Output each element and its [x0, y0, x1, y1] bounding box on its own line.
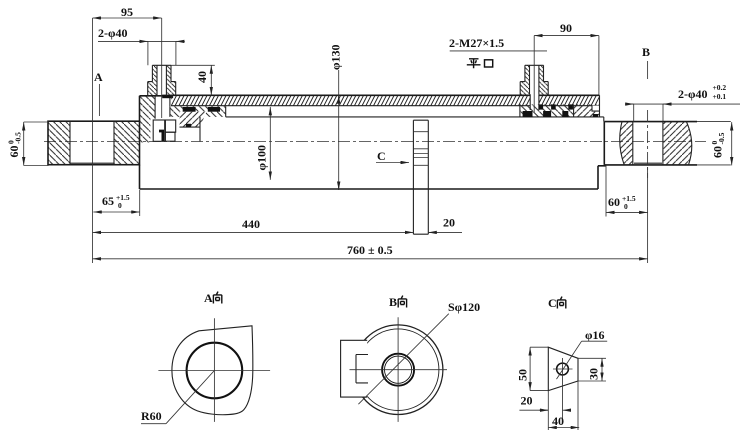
svg-text:φ130: φ130 [329, 45, 343, 71]
svg-text:C: C [548, 296, 557, 310]
svg-text:-0.5: -0.5 [14, 132, 23, 144]
svg-text:+1.5: +1.5 [116, 193, 130, 202]
svg-text:B: B [389, 295, 397, 309]
svg-text:0: 0 [7, 140, 16, 144]
svg-text:50: 50 [516, 369, 530, 381]
svg-text:0: 0 [624, 202, 628, 211]
svg-text:40: 40 [195, 71, 209, 83]
svg-text:φ100: φ100 [255, 145, 269, 171]
svg-text:A: A [204, 291, 213, 305]
svg-text:A: A [94, 70, 103, 84]
svg-text:65: 65 [102, 194, 114, 208]
svg-text:B: B [642, 45, 650, 59]
svg-text:60: 60 [711, 146, 725, 158]
svg-text:+0.2: +0.2 [713, 83, 727, 92]
svg-text:2-φ40: 2-φ40 [98, 26, 127, 40]
svg-text:+0.1: +0.1 [713, 92, 727, 101]
svg-text:95: 95 [121, 5, 133, 19]
svg-text:+1.5: +1.5 [622, 194, 636, 203]
svg-text:φ16: φ16 [585, 328, 605, 342]
svg-text:440: 440 [242, 217, 260, 231]
svg-text:Sφ120: Sφ120 [448, 300, 480, 314]
svg-text:C: C [377, 149, 386, 163]
svg-text:30: 30 [587, 368, 601, 380]
svg-text:20: 20 [521, 394, 533, 408]
svg-text:2-M27×1.5: 2-M27×1.5 [449, 36, 504, 50]
svg-text:0: 0 [118, 201, 122, 210]
svg-text:2-φ40: 2-φ40 [678, 87, 707, 101]
svg-text:760 ± 0.5: 760 ± 0.5 [347, 243, 393, 257]
svg-text:0: 0 [710, 141, 719, 145]
svg-text:60: 60 [7, 146, 21, 158]
svg-text:60: 60 [608, 195, 620, 209]
svg-text:-0.5: -0.5 [717, 132, 726, 144]
svg-text:90: 90 [560, 21, 572, 35]
svg-text:20: 20 [443, 216, 455, 230]
svg-text:R60: R60 [141, 409, 162, 423]
svg-text:40: 40 [552, 414, 564, 428]
